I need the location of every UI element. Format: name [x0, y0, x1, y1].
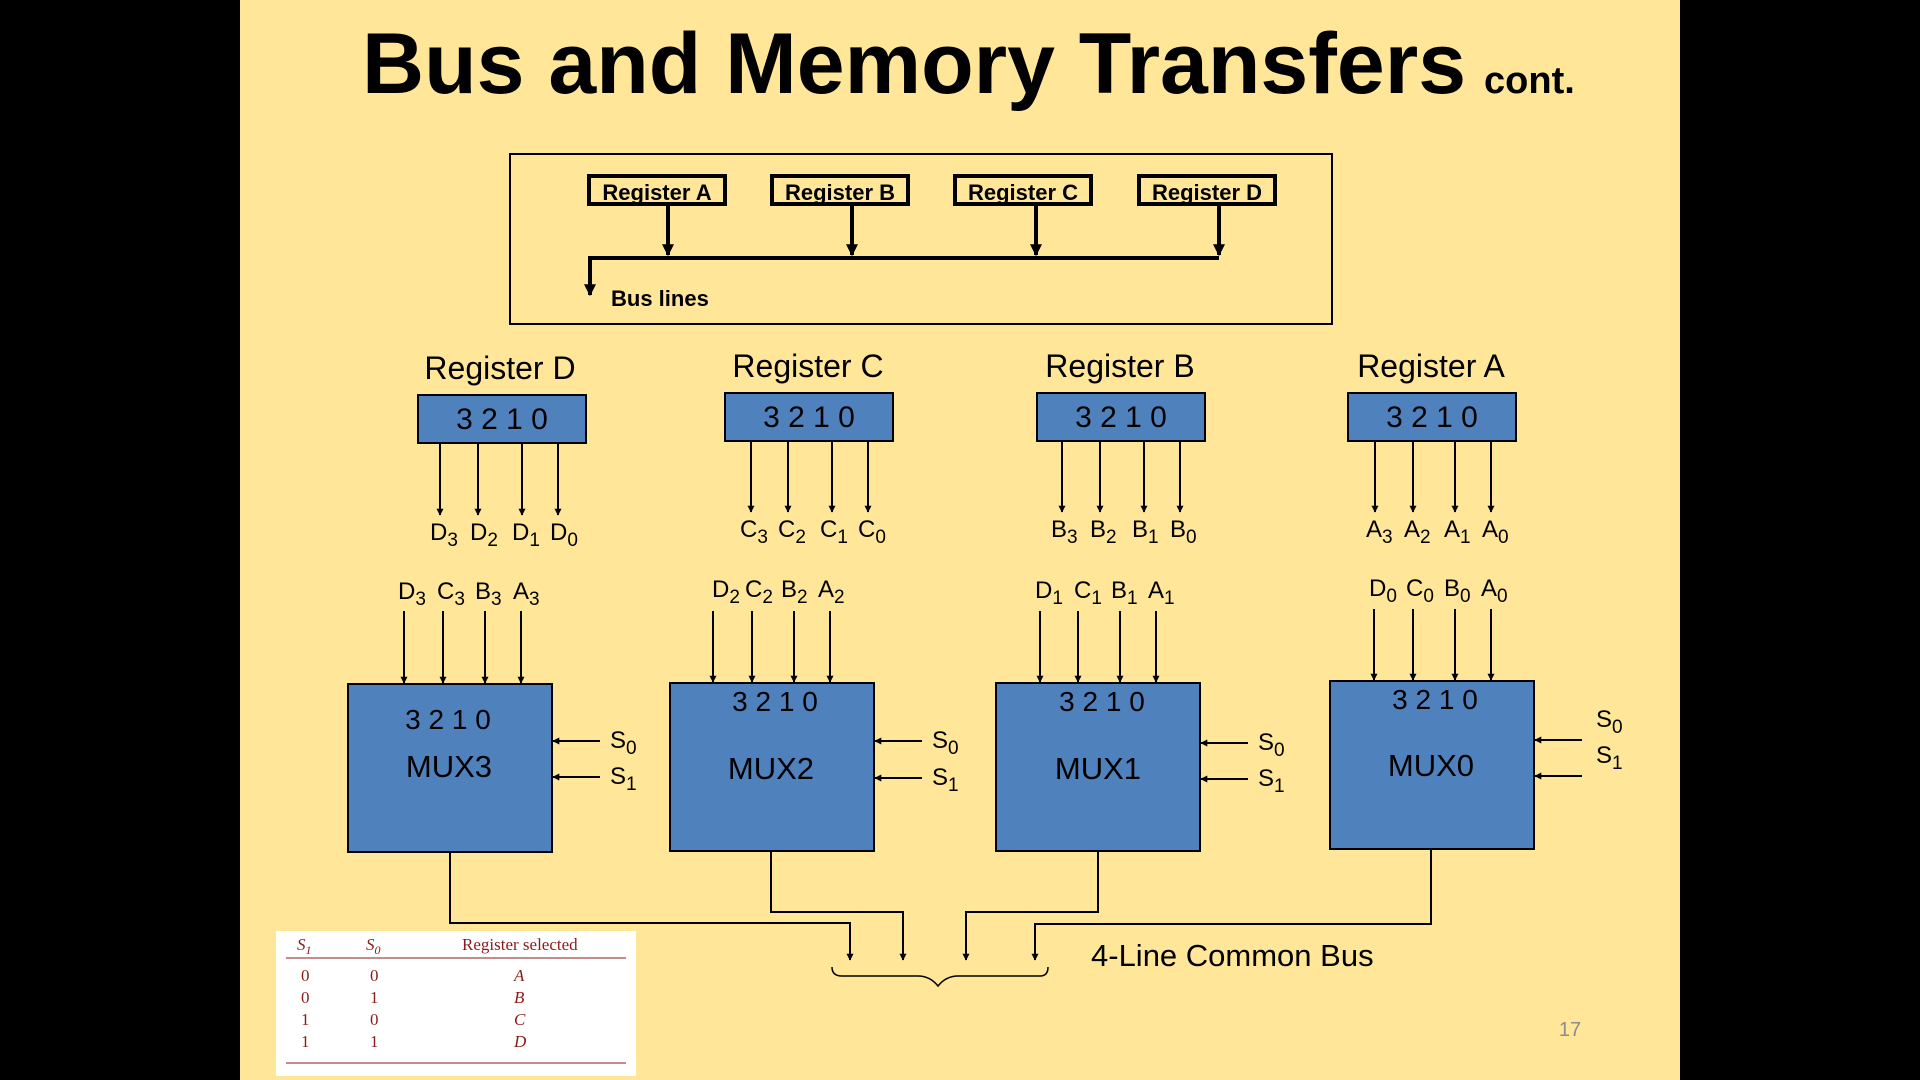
mux1-s0: S0	[1258, 729, 1285, 761]
mux2-inputs: D2 C2 B2 A2	[712, 576, 845, 609]
register-c-title: Register C	[732, 348, 883, 384]
mux3: D3 C3 B3 A3 3 2 1 0 MUX3 S0 S1	[347, 578, 637, 853]
row2-s0: 1	[370, 988, 379, 1007]
row3-s0: 0	[370, 1010, 379, 1029]
register-d-title: Register D	[424, 350, 575, 386]
mux1-label: MUX1	[1055, 751, 1141, 786]
mux0: D0 C0 B0 A0 3 2 1 0 MUX0 S0 S1	[1329, 575, 1623, 850]
row4-s1: 1	[301, 1032, 310, 1051]
row1-s1: 0	[301, 966, 310, 985]
title-text: Bus and Memory Transfers	[362, 16, 1467, 112]
top-register-boxes: Register A Register B Register C Registe…	[587, 174, 1277, 206]
register-d-cells: 3 2 1 0	[456, 403, 548, 436]
header-register-selected: Register selected	[462, 935, 578, 954]
mux1-s1: S1	[1258, 765, 1285, 797]
mux3-cells: 3 2 1 0	[405, 704, 491, 735]
top-register-a-label: Register A	[602, 180, 711, 205]
common-bus-wires	[449, 849, 1432, 961]
top-register-d-label: Register D	[1152, 180, 1262, 205]
mux0-inputs: D0 C0 B0 A0	[1369, 575, 1508, 608]
title-suffix: cont.	[1484, 60, 1575, 102]
register-c-cells: 3 2 1 0	[763, 401, 855, 434]
top-register-b: Register B	[770, 174, 910, 206]
header-s0: S0	[366, 935, 381, 957]
register-b: Register B 3 2 1 0 B3 B2 B1 B0	[1036, 348, 1206, 549]
mux3-s1: S1	[610, 763, 637, 795]
row1-reg: A	[513, 966, 525, 985]
mux1: D1 C1 B1 A1 3 2 1 0 MUX1 S0 S1	[995, 577, 1285, 852]
row4-reg: D	[513, 1032, 527, 1051]
register-a-title: Register A	[1357, 348, 1505, 384]
register-a-cells: 3 2 1 0	[1386, 401, 1478, 434]
mux0-cells: 3 2 1 0	[1392, 684, 1478, 715]
common-bus-label: 4-Line Common Bus	[1091, 938, 1374, 973]
slide-title: Bus and Memory Transfers cont.	[362, 14, 1575, 114]
row3-s1: 1	[301, 1010, 310, 1029]
row2-s1: 0	[301, 988, 310, 1007]
mux3-s0: S0	[610, 727, 637, 759]
register-b-cells: 3 2 1 0	[1075, 401, 1167, 434]
mux2-cells: 3 2 1 0	[732, 686, 818, 717]
top-register-a: Register A	[587, 174, 727, 206]
mux2-label: MUX2	[728, 751, 814, 786]
mux3-inputs: D3 C3 B3 A3	[398, 578, 540, 611]
selection-table: S1 S0 Register selected 0 0 A 0 1 B 1 0 …	[276, 931, 636, 1076]
register-a-outputs: A3 A2 A1 A0	[1366, 516, 1509, 549]
top-register-c: Register C	[953, 174, 1093, 206]
bus-brace	[831, 966, 1049, 988]
slide: Bus and Memory Transfers cont. Register A…	[240, 0, 1680, 1080]
row1-s0: 0	[370, 966, 379, 985]
top-diagram-frame	[509, 153, 1333, 325]
mux0-label: MUX0	[1388, 748, 1474, 783]
register-c-outputs: C3 C2 C1 C0	[740, 516, 886, 549]
mux2: D2 C2 B2 A2 3 2 1 0 MUX2 S0 S1	[669, 576, 959, 852]
register-d-outputs: D3 D2 D1 D0	[430, 519, 578, 552]
selection-table-svg: S1 S0 Register selected 0 0 A 0 1 B 1 0 …	[286, 935, 626, 1064]
bus-diagram: Register A Register B Register C Registe…	[347, 153, 1623, 1041]
mux0-s1: S1	[1596, 742, 1623, 774]
slide-number: 17	[1559, 1019, 1581, 1041]
mux3-label: MUX3	[406, 749, 492, 784]
top-register-c-label: Register C	[968, 180, 1078, 205]
row3-reg: C	[514, 1010, 526, 1029]
top-register-b-label: Register B	[785, 180, 895, 205]
header-s1: S1	[297, 935, 312, 957]
mux1-inputs: D1 C1 B1 A1	[1035, 577, 1175, 610]
register-d: Register D 3 2 1 0 D3 D2 D1 D0	[417, 350, 587, 552]
bus-lines-label: Bus lines	[611, 286, 709, 311]
mux2-s0: S0	[932, 727, 959, 759]
top-register-d: Register D	[1137, 174, 1277, 206]
mux2-s1: S1	[932, 764, 959, 796]
register-c: Register C 3 2 1 0 C3 C2 C1 C0	[724, 348, 894, 549]
register-a: Register A 3 2 1 0 A3 A2 A1 A0	[1347, 348, 1517, 549]
row2-reg: B	[514, 988, 525, 1007]
register-b-title: Register B	[1045, 348, 1194, 384]
mux0-s0: S0	[1596, 706, 1623, 738]
row4-s0: 1	[370, 1032, 379, 1051]
register-b-outputs: B3 B2 B1 B0	[1051, 516, 1197, 549]
mux1-cells: 3 2 1 0	[1059, 686, 1145, 717]
top-bus-lines	[584, 206, 1225, 297]
